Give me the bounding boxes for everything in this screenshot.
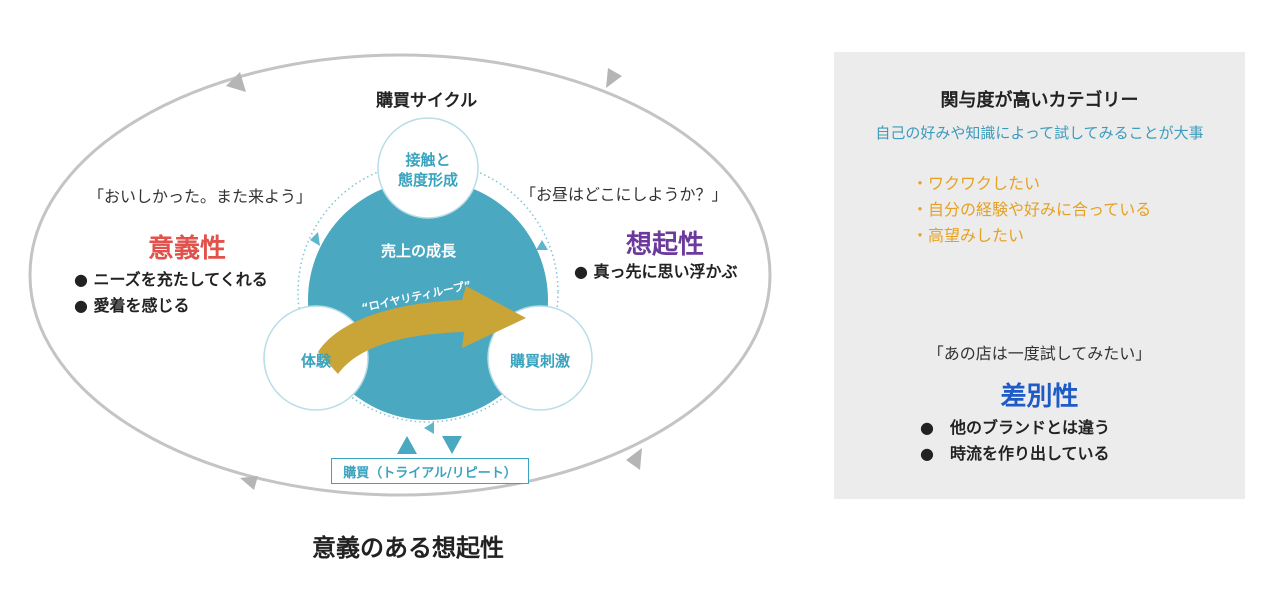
node-right-label: 購買刺激 xyxy=(509,352,570,370)
panel-title: 関与度が高いカテゴリー xyxy=(940,90,1139,111)
node-top-label: 接触と 態度形成 xyxy=(378,150,478,190)
node-top-circle xyxy=(377,117,479,219)
ring-arrow-left-icon xyxy=(310,232,320,246)
left-quote: 「おいしかった。また来よう」 xyxy=(88,187,313,206)
panel-item-1: ・ワクワクしたい xyxy=(912,174,1041,193)
panel-bullet-1: ● 他のブランドとは違う xyxy=(920,418,1110,437)
left-bullet-1: ● ニーズを充たしてくれる xyxy=(74,270,268,289)
ring-arrow-bottom-icon xyxy=(424,422,434,434)
node-top-line1: 接触と xyxy=(405,151,451,169)
right-bullet-1: ● 真っ先に思い浮かぶ xyxy=(574,262,738,281)
outer-arrow-top-left-icon xyxy=(226,72,246,92)
node-top-line2: 態度形成 xyxy=(397,171,458,189)
left-bullet-2: ● 愛着を感じる xyxy=(74,296,190,315)
loyalty-loop-arrow-icon xyxy=(318,286,526,374)
panel-item-2: ・自分の経験や好みに合っている xyxy=(912,200,1152,219)
high-involvement-panel: 関与度が高いカテゴリー 自己の好みや知識によって試してみることが大事 ・ワクワク… xyxy=(834,52,1245,499)
salience-heading: 想起性 xyxy=(626,230,705,260)
purchase-box: 購買（トライアル/リピート） xyxy=(331,458,529,484)
outer-arrow-bottom-left-icon xyxy=(240,476,258,490)
ring-arrow-right-icon xyxy=(536,240,548,250)
outer-arrow-top-right-icon xyxy=(606,68,622,88)
bottom-title: 意義のある想起性 xyxy=(312,534,504,562)
purchase-up-triangle-icon xyxy=(397,436,417,454)
differentiation-heading: 差別性 xyxy=(1000,382,1079,412)
panel-bullet-2: ● 時流を作り出している xyxy=(920,444,1110,463)
node-left-label: 体験 xyxy=(300,352,331,370)
panel-subtitle: 自己の好みや知識によって試してみることが大事 xyxy=(875,124,1204,142)
panel-quote: 「あの店は一度試してみたい」 xyxy=(927,344,1152,363)
center-label: 売上の成長 xyxy=(381,242,457,260)
outer-ellipse xyxy=(28,53,772,497)
meaningfulness-heading: 意義性 xyxy=(148,234,227,264)
node-right-circle xyxy=(487,305,593,411)
purchase-down-triangle-icon xyxy=(442,436,462,454)
outer-arrow-bottom-right-icon xyxy=(626,448,642,470)
panel-item-3: ・高望みしたい xyxy=(912,226,1025,245)
cycle-title: 購買サイクル xyxy=(376,91,478,111)
right-quote: 「お昼はどこにしようか？」 xyxy=(520,185,728,204)
